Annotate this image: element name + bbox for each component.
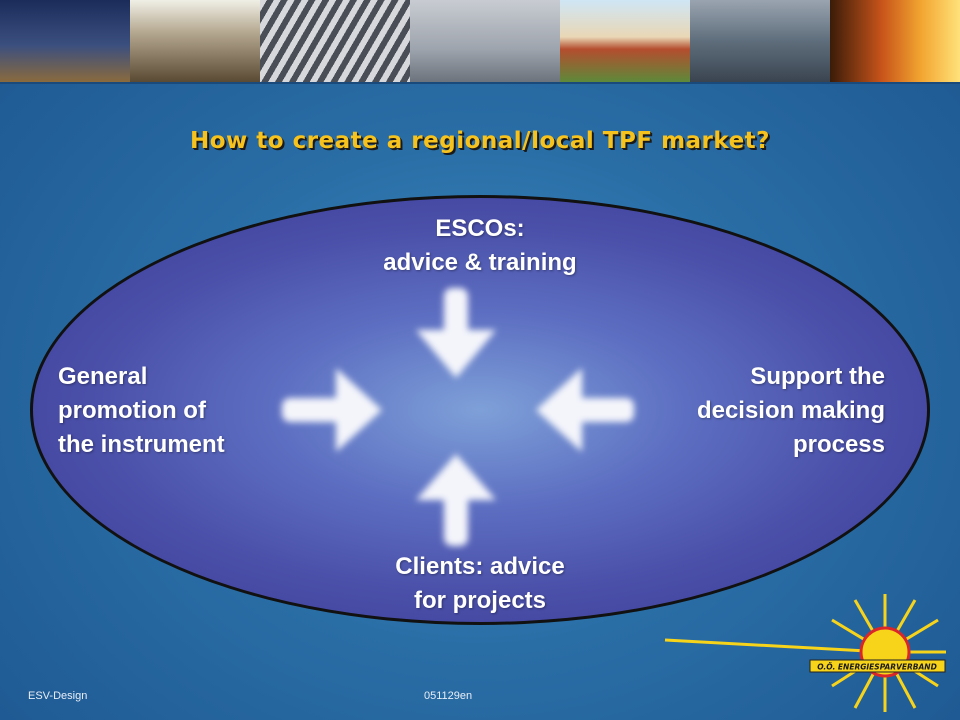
label-clients-line-2: for projects: [413, 587, 547, 614]
label-general-promotion: General promotion of the instrument: [58, 360, 288, 462]
photo-industrial-pipes: [690, 0, 830, 82]
label-support-line-3: process: [792, 431, 885, 458]
slide-title: How to create a regional/local TPF marke…: [189, 128, 771, 154]
label-escos-line-2: advice & training: [383, 249, 577, 276]
sun-logo-icon: O.Ö. ENERGIESPARVERBAND: [664, 594, 946, 712]
label-general-line-1: General: [58, 363, 148, 390]
footer-code: 051129en: [424, 690, 473, 702]
photo-solar-display: [410, 0, 560, 82]
label-general-line-3: the instrument: [58, 431, 225, 458]
logo-text: O.Ö. ENERGIESPARVERBAND: [817, 663, 937, 672]
arrow-right-icon: [282, 368, 382, 452]
diagram-ellipse: [30, 195, 930, 625]
label-escos-line-1: ESCOs:: [435, 215, 525, 242]
photo-solar-panels: [260, 0, 410, 82]
arrow-down-icon: [416, 288, 496, 378]
photo-building-facade: [130, 0, 260, 82]
label-general-line-2: promotion of: [58, 397, 206, 424]
label-escos: ESCOs: advice & training: [330, 212, 630, 280]
photo-city-night: [0, 0, 130, 82]
label-clients-line-1: Clients: advice: [395, 553, 565, 580]
label-support-line-2: decision making: [696, 397, 885, 424]
label-clients: Clients: advice for projects: [330, 550, 630, 618]
photo-town-house: [560, 0, 690, 82]
photo-fire-flames: [830, 0, 960, 82]
footer-design: ESV-Design: [28, 690, 88, 702]
arrow-left-icon: [536, 368, 634, 452]
header-photo-banner: [0, 0, 960, 84]
label-support-decision: Support the decision making process: [630, 360, 885, 462]
label-support-line-1: Support the: [750, 363, 885, 390]
arrow-up-icon: [416, 454, 496, 546]
